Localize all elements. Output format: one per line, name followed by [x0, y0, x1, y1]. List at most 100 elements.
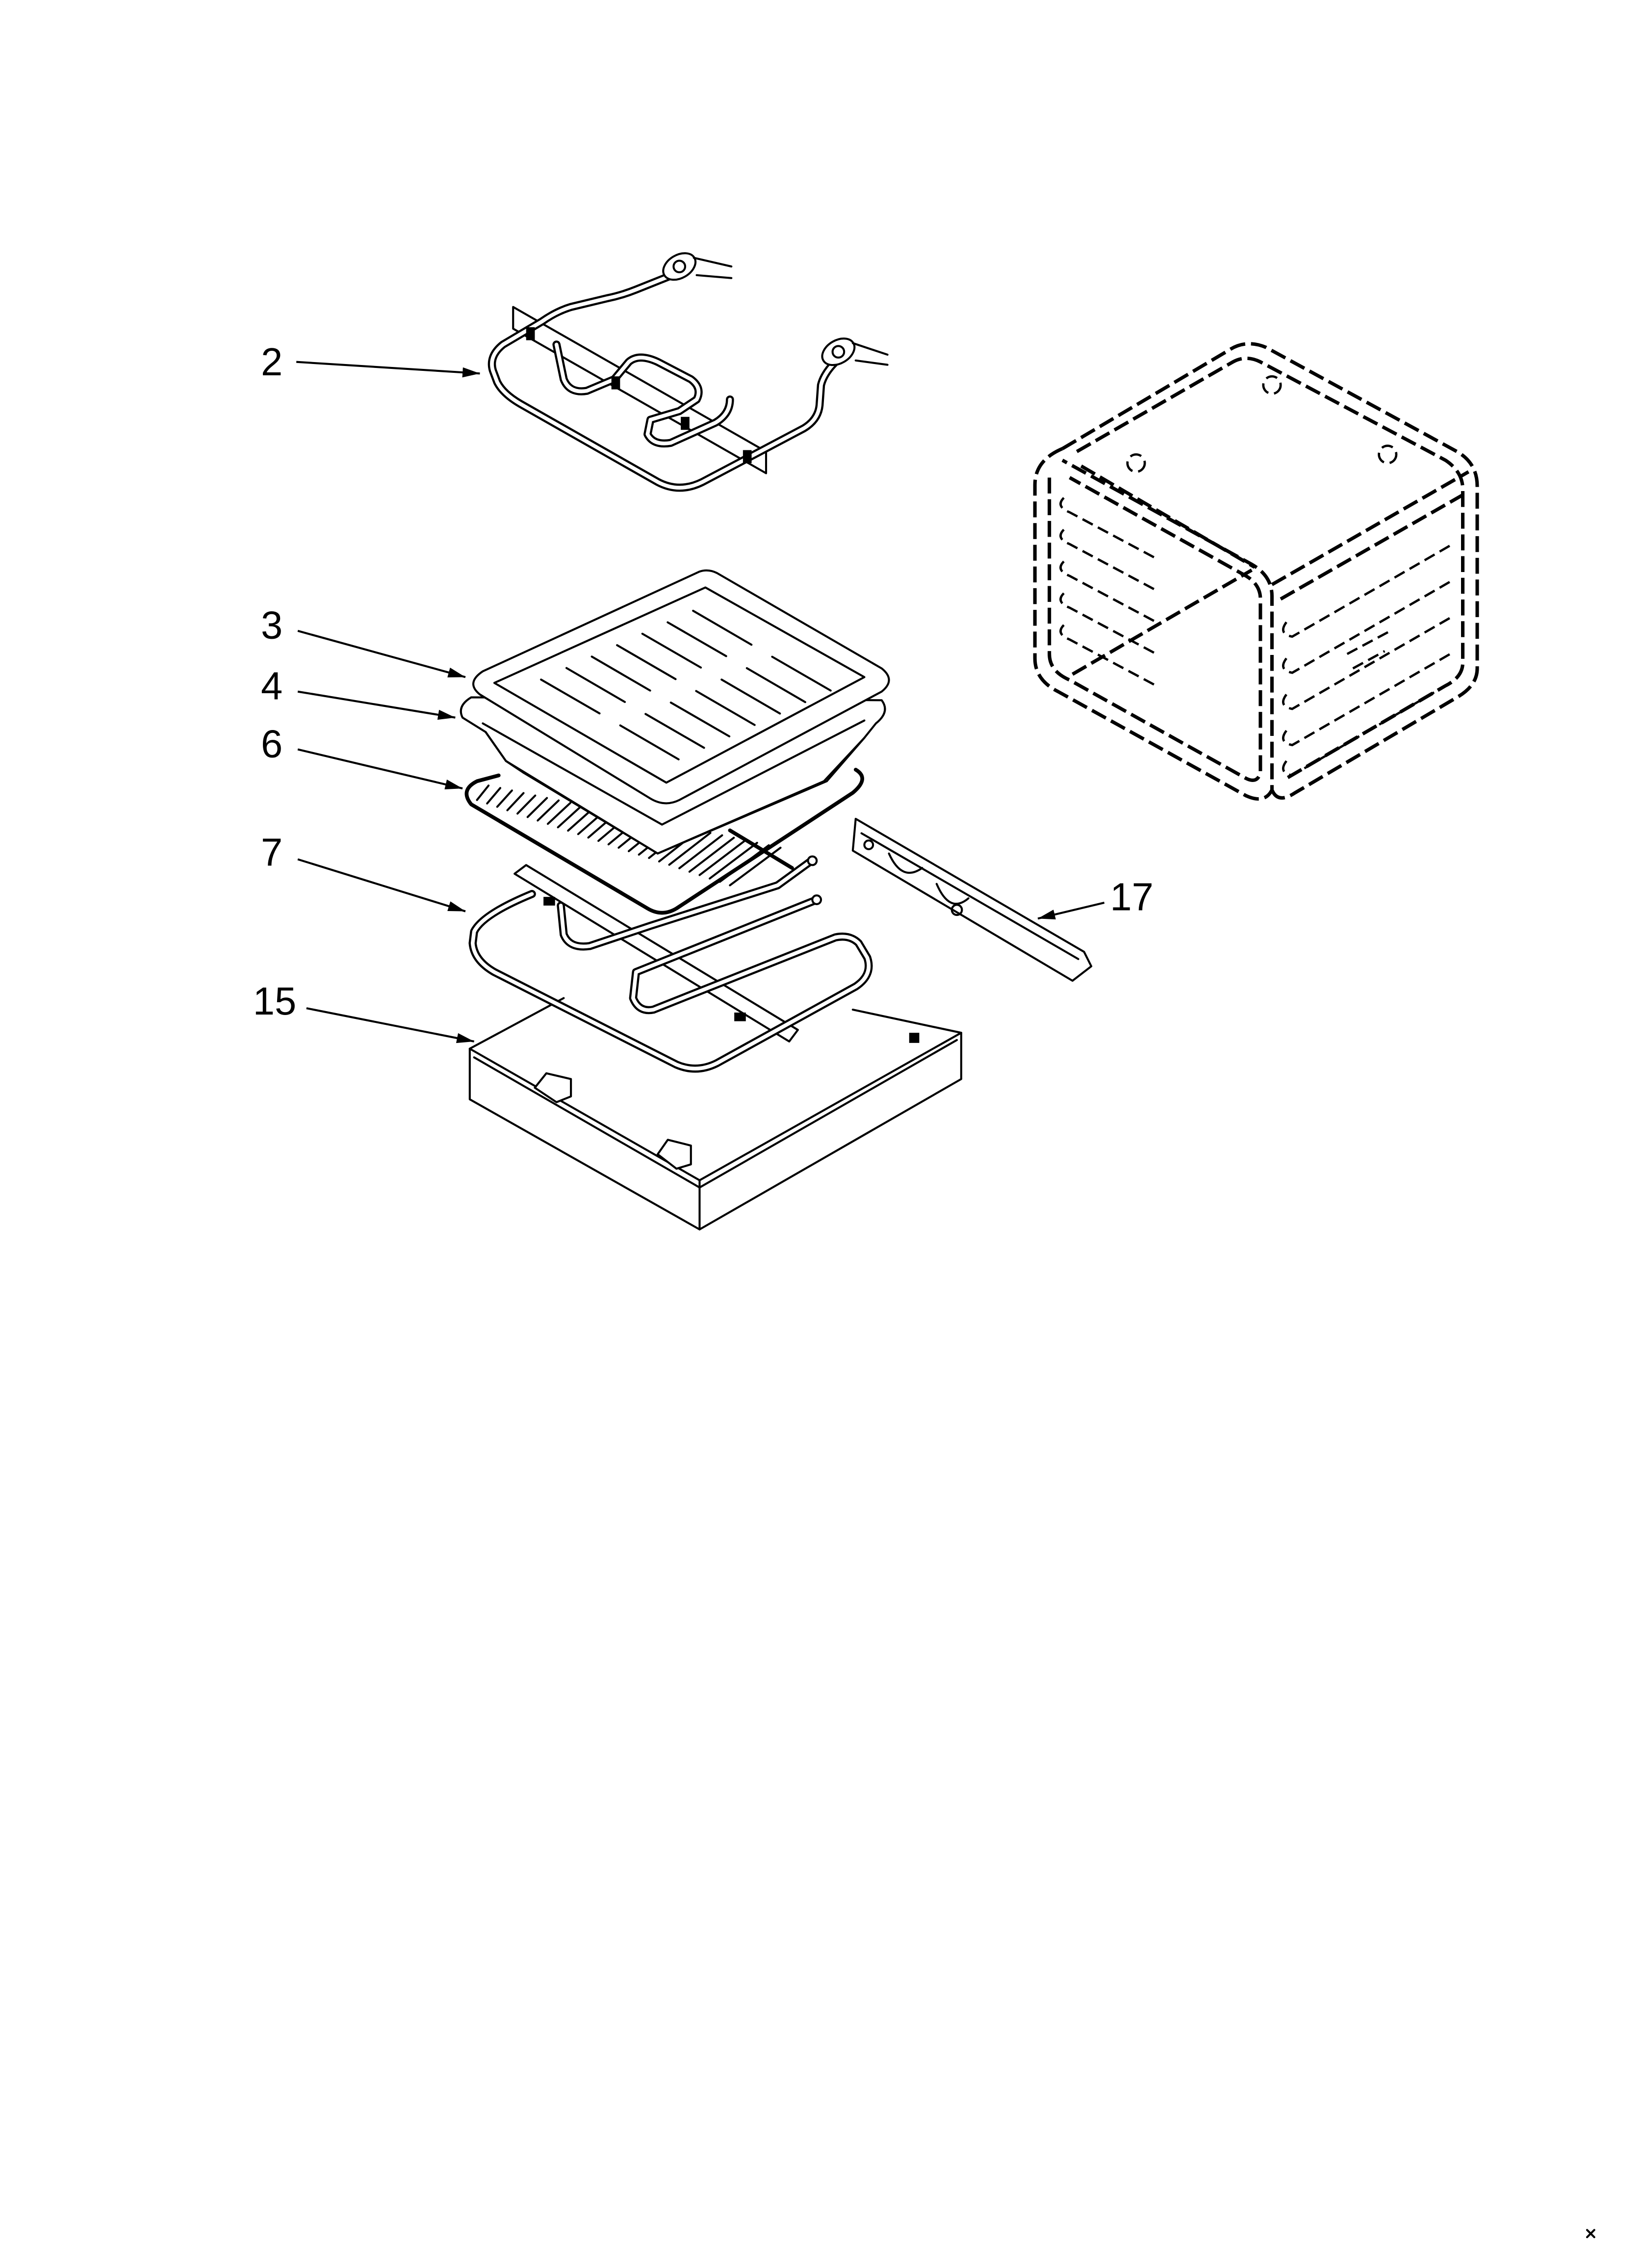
rack-wire	[506, 792, 525, 811]
broiler-pan-side	[485, 731, 524, 774]
broil-element-rod	[487, 268, 840, 492]
rack-wire	[537, 799, 560, 822]
broiler-pan-rim-inner	[482, 719, 866, 826]
side-bracket-hole	[863, 839, 874, 850]
cavity-rear-top-edge	[1080, 464, 1256, 569]
broiler-pan-side	[825, 736, 866, 782]
cavity-side-fitting	[1346, 629, 1391, 670]
grid-slot	[692, 609, 753, 646]
tray-latch	[656, 1139, 692, 1170]
cavity-front-top-edge-inner	[1280, 493, 1464, 601]
grid-slot	[720, 678, 781, 715]
callout-part-6: 6	[261, 722, 282, 765]
grid-slot	[540, 678, 601, 715]
bake-element-inner-loop-highlight	[559, 860, 812, 949]
callout-part-4: 4	[261, 664, 282, 707]
rack-wire	[688, 836, 735, 873]
arrow-part-15	[306, 1007, 475, 1043]
bake-element-clip	[734, 1012, 746, 1021]
grid-slot	[745, 667, 806, 704]
cavity-top-hole	[1262, 375, 1282, 395]
oven-cavity	[1033, 342, 1479, 801]
side-bracket-cutout	[888, 852, 924, 874]
side-bracket-hole	[950, 904, 963, 916]
grid-slot	[669, 701, 731, 738]
grid-outer-rim	[472, 569, 890, 805]
callout-part-17: 17	[1110, 875, 1154, 919]
side-bracket-cutout	[935, 883, 970, 905]
grid-slot	[616, 644, 677, 680]
rack-wire	[526, 797, 548, 818]
rack-frame	[464, 767, 864, 915]
broil-element-clip	[681, 417, 690, 430]
grid-slot	[641, 632, 702, 669]
cavity-rear-bottom-edge	[1072, 569, 1253, 676]
arrow-part-2	[296, 361, 480, 378]
grid-slot	[695, 690, 756, 726]
cavity-top-right-outline	[1061, 342, 1479, 800]
grid-slot	[667, 621, 727, 657]
cavity-top-right-inner	[1076, 356, 1465, 780]
arrow-part-7	[297, 858, 466, 912]
cavity-right-rack-rungs	[1282, 543, 1454, 777]
callout-labels: 2 3 4 6 7 15 17	[253, 340, 1154, 1023]
cavity-left-rack-rungs	[1059, 497, 1157, 687]
grid-slots	[540, 609, 832, 760]
broil-element-bracket	[512, 306, 768, 474]
cavity-top-hole	[1378, 444, 1398, 465]
rack-wire	[516, 794, 537, 815]
broil-element-rod-highlight	[490, 270, 838, 490]
rack-wire	[546, 802, 572, 825]
grid-slot	[565, 667, 626, 703]
cavity-left-face-inner	[1048, 476, 1262, 782]
rack-wire	[496, 789, 513, 808]
bake-element-clip	[543, 897, 555, 906]
callout-part-3: 3	[261, 603, 282, 647]
broiler-pan-grid	[472, 569, 890, 805]
bake-element-rod-highlight	[470, 892, 871, 1070]
broil-element	[487, 252, 889, 492]
rack-wire	[698, 839, 747, 876]
rack-wire	[557, 804, 583, 829]
cavity-left-face-outline	[1033, 447, 1274, 801]
rack-wire	[678, 834, 723, 869]
broil-element-clip	[611, 376, 620, 390]
broil-element-clip	[743, 450, 752, 464]
broiler-pan-bottom-edge	[522, 771, 828, 855]
rack-wire	[476, 784, 490, 801]
rack-cross-bar	[728, 828, 794, 870]
bake-element-bracket	[513, 864, 799, 1043]
tray	[468, 997, 962, 1231]
side-bracket-plate	[851, 817, 1093, 982]
grid-slot	[619, 724, 680, 760]
side-bracket	[851, 817, 1093, 982]
callout-part-2: 2	[261, 340, 282, 384]
tray-latch	[534, 1072, 572, 1103]
grid-slot	[644, 713, 705, 749]
callout-part-15: 15	[253, 979, 297, 1023]
bake-element-terminal	[807, 855, 818, 866]
corner-registration-mark	[1586, 2229, 1595, 2239]
arrow-part-4	[297, 690, 456, 720]
grid-slot	[590, 655, 651, 692]
bake-element	[468, 855, 873, 1073]
broil-element-lead-wires	[693, 257, 889, 366]
arrow-part-6	[297, 748, 463, 790]
broil-element-clip	[526, 327, 535, 340]
callout-arrows	[296, 361, 1105, 1043]
grid-inner-rim	[493, 586, 866, 784]
grid-slot	[771, 655, 832, 692]
callout-part-7: 7	[261, 830, 282, 874]
cavity-front-top-edge	[1271, 470, 1470, 586]
rack-wire	[668, 832, 712, 866]
tray-back-right-edge	[851, 1008, 962, 1034]
arrow-part-3	[297, 629, 466, 678]
tray-back-left-edge	[468, 997, 565, 1050]
broil-element-terminal	[831, 345, 846, 359]
tray-tab	[909, 1033, 920, 1043]
cavity-top-hole	[1126, 453, 1146, 473]
side-bracket-fold-line	[860, 832, 1079, 960]
broil-element-inner-loop-highlight	[554, 342, 732, 445]
arrow-part-17	[1037, 901, 1105, 920]
